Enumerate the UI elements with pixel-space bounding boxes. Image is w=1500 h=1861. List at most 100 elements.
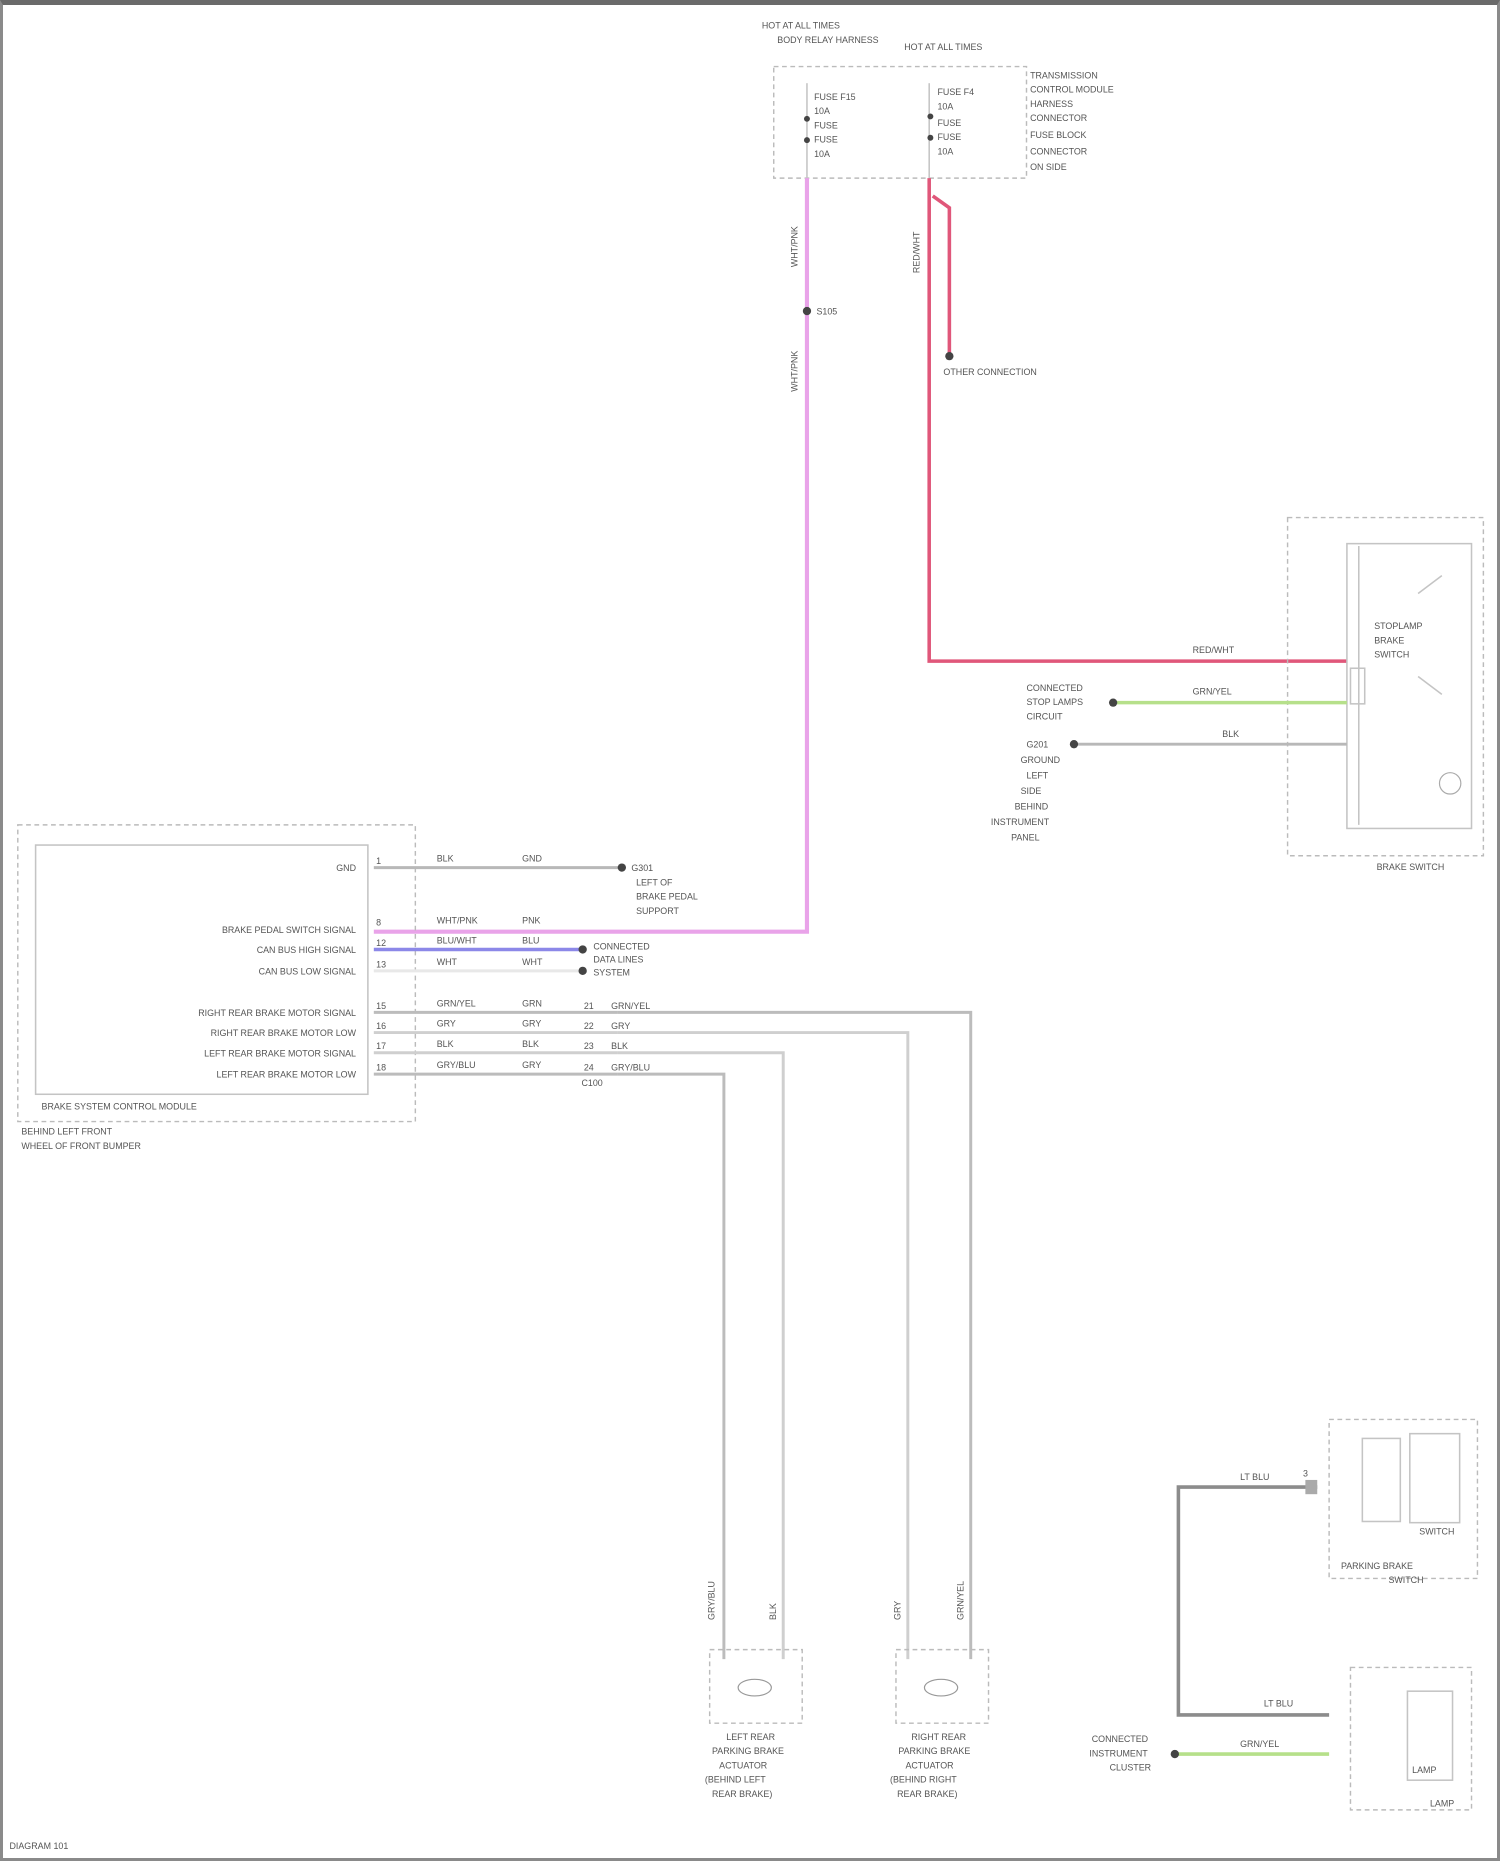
fuse-icon: [804, 116, 810, 122]
fuse-icon: [927, 113, 933, 119]
footer-label: DIAGRAM 101: [9, 1841, 68, 1851]
svg-text:SWITCH: SWITCH: [1419, 1527, 1454, 1537]
wire-label: WHT/PNK: [437, 915, 478, 925]
svg-text:CONNECTED: CONNECTED: [1092, 1734, 1148, 1744]
svg-text:BRAKE PEDAL: BRAKE PEDAL: [636, 892, 698, 902]
svg-text:INSTRUMENT: INSTRUMENT: [991, 817, 1050, 827]
motor-icon: [738, 1679, 771, 1696]
red-branch-label: OTHER CONNECTION: [943, 367, 1036, 377]
pin-number: 18: [376, 1063, 386, 1073]
svg-text:DATA LINES: DATA LINES: [593, 955, 643, 965]
svg-text:FUSE: FUSE: [937, 118, 961, 128]
svg-text:SUPPORT: SUPPORT: [636, 906, 679, 916]
svg-text:10A: 10A: [814, 149, 830, 159]
svg-text:LT BLU: LT BLU: [1240, 1472, 1269, 1482]
svg-text:SWITCH: SWITCH: [1388, 1575, 1423, 1585]
fuse-box-center-label: HOT AT ALL TIMES: [904, 42, 982, 52]
svg-text:PARKING BRAKE: PARKING BRAKE: [712, 1746, 784, 1756]
brake-switch: STOPLAMPBRAKESWITCH BRAKE SWITCH: [1288, 518, 1484, 872]
pin-number: 22: [584, 1021, 594, 1031]
svg-text:CONNECTOR: CONNECTOR: [1030, 113, 1088, 123]
svg-text:RIGHT REAR: RIGHT REAR: [911, 1732, 966, 1742]
svg-text:WHEEL OF FRONT BUMPER: WHEEL OF FRONT BUMPER: [21, 1141, 141, 1151]
svg-text:GRN/YEL: GRN/YEL: [956, 1581, 966, 1620]
svg-text:REAR BRAKE): REAR BRAKE): [897, 1789, 957, 1799]
svg-text:(BEHIND RIGHT: (BEHIND RIGHT: [890, 1775, 957, 1785]
pin-number: 15: [376, 1001, 386, 1011]
svg-text:GRN/YEL: GRN/YEL: [1240, 1739, 1279, 1749]
svg-text:FUSE: FUSE: [814, 120, 838, 130]
red-wire: OTHER CONNECTION RED/WHT RED/WHT: [912, 178, 1347, 661]
svg-text:CONNECTED: CONNECTED: [1027, 683, 1083, 693]
pin-number: 23: [584, 1041, 594, 1051]
pink-wire: S105 WHT/PNK WHT/PNK: [374, 178, 837, 932]
svg-text:TRANSMISSION: TRANSMISSION: [1030, 70, 1098, 80]
svg-text:G201: G201: [1027, 740, 1049, 750]
svg-text:FUSE BLOCK: FUSE BLOCK: [1030, 130, 1086, 140]
park-brake-switch: SWITCH PARKING BRAKESWITCH: [1329, 1419, 1477, 1585]
svg-text:LEFT REAR: LEFT REAR: [726, 1732, 775, 1742]
svg-text:ON SIDE: ON SIDE: [1030, 162, 1067, 172]
pin-label: RIGHT REAR BRAKE MOTOR LOW: [211, 1028, 357, 1038]
motor-icon: [924, 1679, 957, 1696]
svg-text:3: 3: [1303, 1468, 1308, 1478]
svg-text:10A: 10A: [937, 146, 953, 156]
svg-text:PARKING BRAKE: PARKING BRAKE: [898, 1746, 970, 1756]
wire-label: BLK: [437, 854, 454, 864]
svg-text:PANEL: PANEL: [1011, 832, 1040, 842]
svg-text:CONTROL MODULE: CONTROL MODULE: [1030, 85, 1114, 95]
svg-text:ACTUATOR: ACTUATOR: [719, 1760, 768, 1770]
wire-label: BLK: [522, 1039, 539, 1049]
svg-text:LEFT: LEFT: [1027, 771, 1049, 781]
wire-label: GRY: [611, 1021, 630, 1031]
svg-text:FUSE: FUSE: [814, 135, 838, 145]
wire-label: BLU: [522, 936, 539, 946]
svg-text:G301: G301: [631, 863, 653, 873]
svg-text:CIRCUIT: CIRCUIT: [1027, 711, 1064, 721]
svg-text:10A: 10A: [814, 106, 830, 116]
svg-text:FUSE: FUSE: [937, 132, 961, 142]
svg-text:SIDE: SIDE: [1021, 786, 1042, 796]
wire-label: GRY: [522, 1060, 541, 1070]
fuse-left-labels: FUSE F15 10A FUSE FUSE 10A: [814, 92, 856, 159]
instrument-lamp: LAMP LAMP: [1350, 1667, 1471, 1809]
svg-text:(BEHIND LEFT: (BEHIND LEFT: [705, 1775, 766, 1785]
wire-label: WHT/PNK: [789, 351, 799, 392]
wire-label: GRN/YEL: [611, 1001, 650, 1011]
svg-text:STOPLAMP: STOPLAMP: [1374, 621, 1422, 631]
splice-dot: [803, 307, 811, 315]
wire-label: RED/WHT: [1193, 645, 1235, 655]
svg-text:FUSE F4: FUSE F4: [937, 87, 974, 97]
splice-label: S105: [816, 307, 837, 317]
svg-text:SYSTEM: SYSTEM: [593, 968, 630, 978]
pin-number: 17: [376, 1041, 386, 1051]
wire-label: GRY: [437, 1019, 456, 1029]
svg-text:GRY: GRY: [893, 1601, 903, 1620]
svg-text:C100: C100: [581, 1078, 602, 1088]
wire-label: GRY/BLU: [437, 1060, 476, 1070]
svg-text:LEFT OF: LEFT OF: [636, 877, 673, 887]
svg-text:BLK: BLK: [768, 1603, 778, 1620]
pin-label: LEFT REAR BRAKE MOTOR LOW: [217, 1070, 357, 1080]
actuator-wires: [617, 1012, 971, 1659]
ground-wire-switch: BLK G201GROUND LEFTSIDE BEHINDINSTRUMENT…: [991, 729, 1347, 842]
wire-label: GRN: [522, 998, 542, 1008]
svg-text:FUSE F15: FUSE F15: [814, 92, 856, 102]
svg-text:BLK: BLK: [1222, 729, 1239, 739]
svg-text:CONNECTED: CONNECTED: [593, 941, 649, 951]
pin-label: RIGHT REAR BRAKE MOTOR SIGNAL: [198, 1008, 356, 1018]
wire-label: GRN/YEL: [437, 998, 476, 1008]
pin-label: GND: [336, 863, 356, 873]
svg-text:CONNECTOR: CONNECTOR: [1030, 146, 1088, 156]
pin-label: BRAKE PEDAL SWITCH SIGNAL: [222, 925, 356, 935]
pin-label: LEFT REAR BRAKE MOTOR SIGNAL: [204, 1048, 356, 1058]
svg-text:INSTRUMENT: INSTRUMENT: [1089, 1748, 1148, 1758]
wire-label: PNK: [522, 915, 540, 925]
